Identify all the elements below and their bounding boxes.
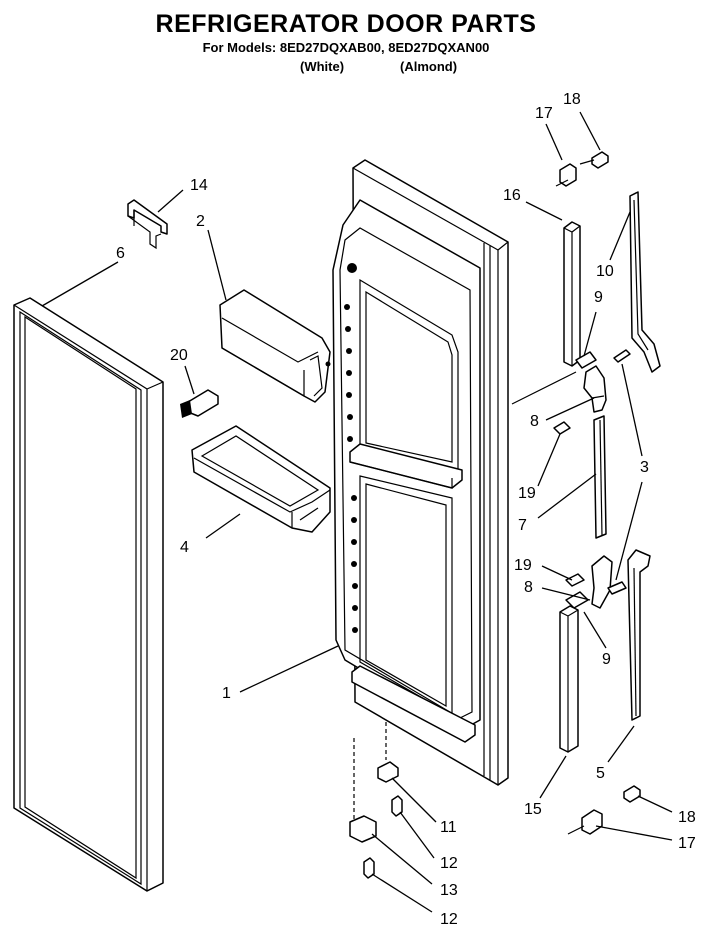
callout-7: 7 [518, 517, 527, 534]
callout-17-top: 17 [535, 105, 553, 122]
lower-trim-strip-part [627, 549, 651, 721]
callout-6: 6 [116, 245, 125, 262]
callout-15: 15 [524, 801, 542, 818]
callout-20: 20 [170, 347, 188, 364]
bottom-hinge-clip-part [567, 785, 641, 835]
callout-19-bottom: 19 [514, 557, 532, 574]
liner-holes [344, 263, 358, 633]
lower-hinge-cover-part [559, 605, 579, 753]
callout-labels: 14 2 6 20 4 1 16 17 18 10 9 8 3 19 7 19 … [116, 91, 696, 928]
callout-1: 1 [222, 685, 231, 702]
callout-3: 3 [640, 459, 649, 476]
bracket-part [127, 199, 168, 250]
callout-4: 4 [180, 539, 189, 556]
callout-18-bottom: 18 [678, 809, 696, 826]
callout-9-top: 9 [594, 289, 603, 306]
hinge-strip-part [593, 415, 607, 539]
clip-part [180, 389, 219, 418]
callout-10: 10 [596, 263, 614, 280]
door-shelf-bin-part [191, 425, 331, 533]
callout-2: 2 [196, 213, 205, 230]
door-liner-part [332, 159, 509, 786]
callout-8-top: 8 [530, 413, 539, 430]
variant-white-label: (White) [300, 59, 345, 74]
callout-5: 5 [596, 765, 605, 782]
callout-17-bottom: 17 [678, 835, 696, 852]
upper-hinge-part [511, 349, 631, 435]
leader-lines [41, 111, 673, 913]
diagram-title: REFRIGERATOR DOOR PARTS [155, 10, 537, 38]
variant-almond-label: (Almond) [400, 59, 458, 74]
callout-13: 13 [440, 882, 458, 899]
dairy-compartment-part [219, 289, 331, 403]
upper-hinge-cover-part [563, 221, 581, 367]
top-hinge-clip-part [555, 151, 609, 187]
lower-hinge-part [565, 555, 627, 609]
callout-14: 14 [190, 177, 208, 194]
callout-8-bottom: 8 [524, 579, 533, 596]
callout-9-bottom: 9 [602, 651, 611, 668]
bottom-hinge-hardware [349, 722, 403, 879]
callout-11: 11 [440, 819, 457, 836]
callout-19-top: 19 [518, 485, 536, 502]
door-trim-strip-part [629, 191, 661, 373]
callout-12-upper: 12 [440, 855, 458, 872]
model-numbers: For Models: 8ED27DQXAB00, 8ED27DQXAN00 [202, 40, 490, 55]
callout-12-lower: 12 [440, 911, 458, 928]
callout-16: 16 [503, 187, 521, 204]
door-gasket-part [13, 297, 164, 892]
callout-18-top: 18 [563, 91, 581, 108]
